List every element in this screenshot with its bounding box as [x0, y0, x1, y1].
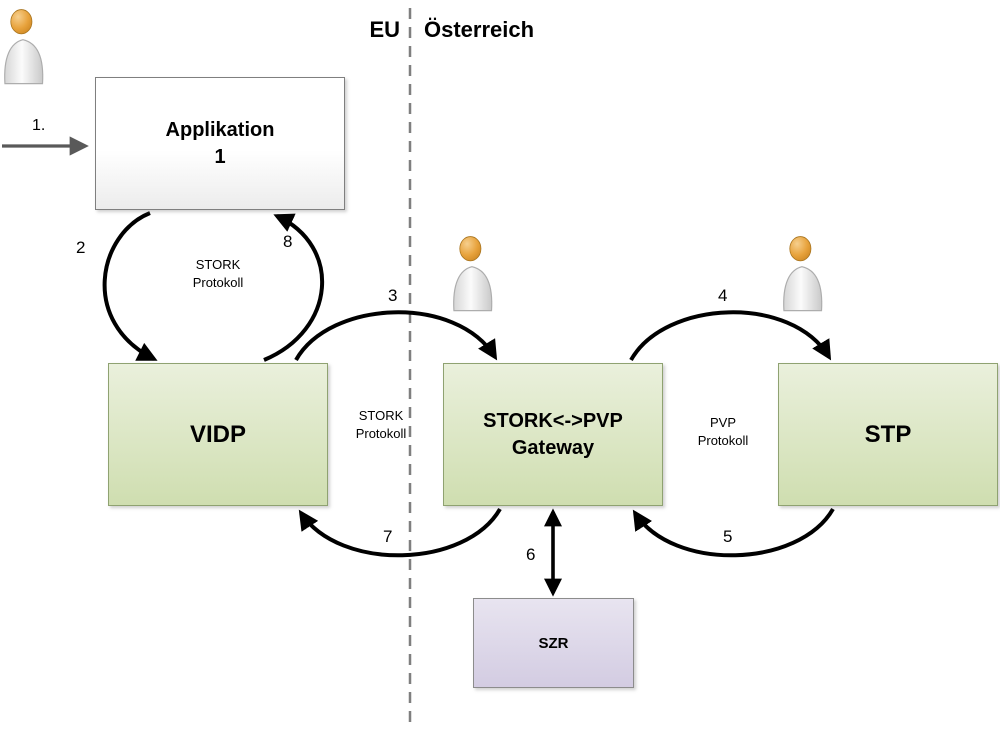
- node-vidp-label: VIDP: [189, 420, 246, 448]
- protocol-label-app-vidp: STORK Protokoll: [168, 256, 268, 292]
- protocol-label-app-vidp-line1: STORK: [195, 257, 241, 272]
- protocol-label-vidp-gateway-line1: STORK: [358, 408, 404, 423]
- step-3-arrow: [294, 310, 498, 361]
- protocol-label-gateway-stp-line1: PVP: [709, 415, 736, 430]
- node-applikation-label-line2: 1: [214, 145, 226, 168]
- region-label-eu: EU: [369, 17, 400, 42]
- person-icon-gateway: [453, 236, 493, 312]
- step-label-1: 1.: [32, 117, 46, 134]
- node-stork-pvp-gateway: STORK<->PVP Gateway: [443, 363, 663, 506]
- node-vidp: VIDP: [108, 363, 328, 506]
- step-label-4: 4: [718, 286, 728, 305]
- protocol-label-vidp-gateway: STORK Protokoll: [331, 407, 431, 443]
- node-szr-label: SZR: [538, 634, 569, 652]
- node-applikation: Applikation 1: [95, 77, 345, 210]
- region-label-austria: Österreich: [424, 17, 535, 42]
- step-7-arrow: [298, 507, 502, 558]
- step-label-5: 5: [723, 527, 733, 546]
- person-icon-user: [4, 9, 44, 85]
- node-applikation-label-line1: Applikation: [165, 118, 275, 141]
- protocol-label-app-vidp-line2: Protokoll: [192, 275, 244, 290]
- step-label-3: 3: [388, 286, 398, 305]
- node-szr: SZR: [473, 598, 634, 688]
- node-stp-label: STP: [864, 420, 912, 448]
- step-2-arrow: [102, 211, 158, 361]
- step-label-8: 8: [283, 232, 293, 251]
- protocol-label-vidp-gateway-line2: Protokoll: [355, 426, 407, 441]
- step-label-2: 2: [76, 238, 86, 257]
- node-gateway-label-line2: Gateway: [511, 436, 595, 459]
- step-5-arrow: [632, 507, 835, 558]
- step-label-6: 6: [526, 545, 536, 564]
- person-icon-stp: [783, 236, 823, 312]
- step-8-arrow: [263, 213, 324, 362]
- protocol-label-gateway-stp: PVP Protokoll: [673, 414, 773, 450]
- protocol-label-gateway-stp-line2: Protokoll: [697, 433, 749, 448]
- step-4-arrow: [629, 310, 832, 361]
- node-stp: STP: [778, 363, 998, 506]
- node-gateway-label-line1: STORK<->PVP: [483, 409, 623, 432]
- step-label-7: 7: [383, 527, 393, 546]
